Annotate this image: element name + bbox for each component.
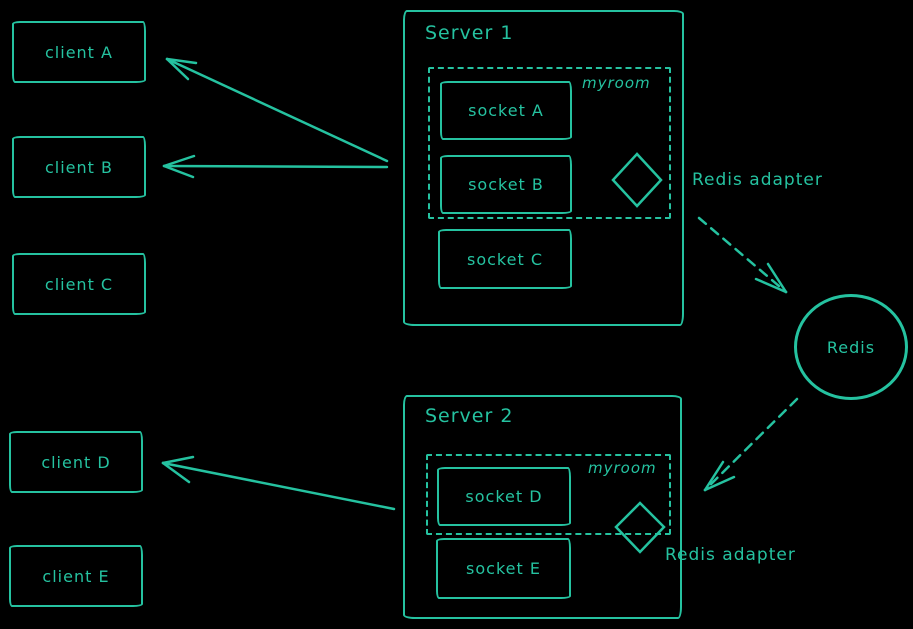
socket-label: socket B: [468, 175, 544, 194]
client-box-c: client C: [12, 253, 146, 315]
socket-label: socket A: [468, 101, 544, 120]
server2-room-label: myroom: [588, 459, 657, 477]
server1-box: [403, 10, 684, 326]
client-label: client E: [42, 566, 110, 586]
socket-label: socket E: [466, 559, 541, 578]
socket-b-box: socket B: [440, 155, 572, 214]
server2-adapter-label: Redis adapter: [665, 545, 796, 565]
socket-e-box: socket E: [436, 538, 571, 599]
client-label: client C: [44, 274, 114, 294]
client-label: client A: [45, 42, 113, 62]
socket-a-box: socket A: [440, 81, 572, 140]
server2-box: [403, 395, 682, 619]
server1-room-box: [428, 67, 671, 219]
server1-title: Server 1: [425, 22, 514, 44]
arrow-server2-to-client-d: [161, 455, 396, 511]
socket-label: socket C: [467, 249, 543, 269]
server2-title: Server 2: [425, 405, 514, 427]
client-label: client D: [41, 452, 111, 472]
server1-room-label: myroom: [582, 74, 651, 92]
arrow-server1-to-client-b: [162, 154, 389, 179]
socket-d-box: socket D: [437, 467, 571, 526]
client-label: client B: [44, 157, 113, 177]
server2-room-box: [426, 454, 671, 535]
socket-label: socket D: [465, 487, 543, 506]
redis-node: Redis: [794, 294, 908, 400]
arrow-redis-to-server2: [703, 397, 799, 492]
client-box-d: client D: [9, 431, 143, 493]
socket-c-box: socket C: [438, 229, 572, 289]
redis-label: Redis: [826, 337, 876, 357]
server1-adapter-label: Redis adapter: [692, 170, 823, 190]
client-box-a: client A: [12, 21, 146, 83]
client-box-e: client E: [9, 545, 143, 607]
arrow-server1-to-client-a: [165, 57, 389, 163]
client-box-b: client B: [12, 136, 146, 198]
arrow-server1-to-redis: [697, 216, 788, 294]
